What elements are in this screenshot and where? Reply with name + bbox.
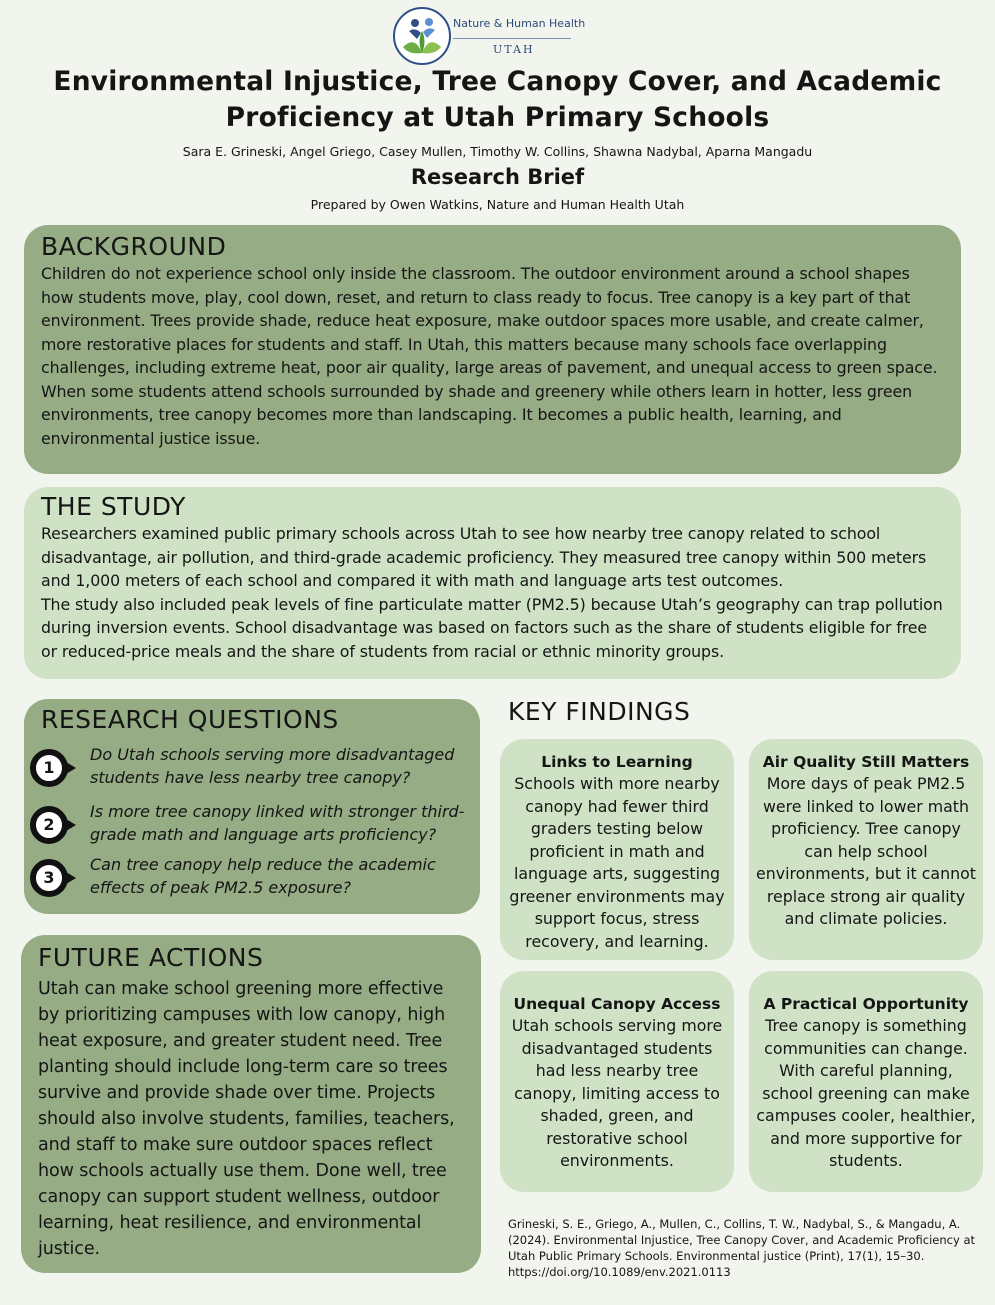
people-leaf-icon [403,18,441,54]
research-question: 1 Do Utah schools serving more disadvant… [24,745,480,799]
logo-name: Nature & Human Health [453,17,586,30]
future-actions-heading: FUTURE ACTIONS [38,943,264,972]
question-number-badge: 2 [30,806,76,844]
key-findings-heading: KEY FINDINGS [508,697,691,726]
question-text: Do Utah schools serving more disadvantag… [90,745,455,787]
finding-body: More days of peak PM2.5 were linked to l… [756,774,976,928]
research-question: 2 Is more tree canopy linked with strong… [24,802,480,856]
study-body-2: The study also included peak levels of f… [41,594,943,661]
future-actions-section: FUTURE ACTIONS Utah can make school gree… [21,935,481,1273]
finding-card: Unequal Canopy Access Utah schools servi… [500,971,734,1192]
logo: Nature & Human Health UTAH [393,5,593,67]
citation: Grineski, S. E., Griego, A., Mullen, C.,… [508,1217,975,1279]
question-number-badge: 1 [30,749,76,787]
finding-title: Air Quality Still Matters [762,753,970,771]
background-body: Children do not experience school only i… [41,264,938,448]
authors: Sara E. Grineski, Angel Griego, Casey Mu… [182,144,813,159]
finding-title: A Practical Opportunity [763,995,969,1013]
finding-card: Links to Learning Schools with more near… [500,739,734,960]
future-actions-body: Utah can make school greening more effec… [38,979,455,1259]
research-questions-heading: RESEARCH QUESTIONS [41,705,339,734]
finding-body: Utah schools serving more disadvantaged … [511,1016,723,1170]
finding-card: Air Quality Still Matters More days of p… [749,739,983,960]
background-section: BACKGROUND Children do not experience sc… [24,225,961,474]
finding-body: Tree canopy is something communities can… [756,1016,976,1170]
logo-emblem [393,7,451,65]
logo-divider [453,38,571,39]
finding-title: Unequal Canopy Access [513,995,721,1013]
study-body-1: Researchers examined public primary scho… [41,524,927,590]
study-section: THE STUDY Researchers examined public pr… [24,487,961,679]
research-question: 3 Can tree canopy help reduce the academ… [24,855,480,909]
finding-card: A Practical Opportunity Tree canopy is s… [749,971,983,1192]
prepared-by: Prepared by Owen Watkins, Nature and Hum… [310,197,685,212]
background-heading: BACKGROUND [41,232,227,261]
logo-subtitle: UTAH [493,43,535,56]
study-heading: THE STUDY [41,492,186,521]
page-title: Environmental Injustice, Tree Canopy Cov… [53,66,942,133]
question-text: Is more tree canopy linked with stronger… [90,802,465,844]
research-questions-section: RESEARCH QUESTIONS 1 Do Utah schools ser… [24,699,480,914]
document-type: Research Brief [410,165,585,189]
finding-body: Schools with more nearby canopy had fewe… [509,774,725,951]
question-text: Can tree canopy help reduce the academic… [90,855,436,897]
question-number-badge: 3 [30,859,76,897]
finding-title: Links to Learning [541,753,693,771]
